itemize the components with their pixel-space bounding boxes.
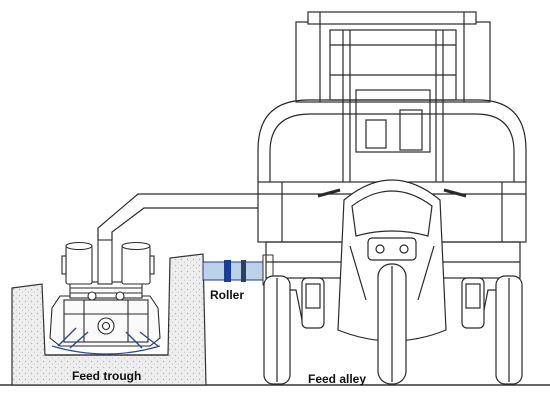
roller <box>202 254 274 286</box>
label-feed-trough: Feed trough <box>72 369 142 383</box>
left-wheels <box>263 275 325 385</box>
label-feed-alley: Feed alley <box>308 372 367 386</box>
boom-arm <box>97 193 258 240</box>
feeder-module <box>49 239 161 355</box>
label-roller: Roller <box>210 288 245 302</box>
feed-trough <box>11 253 207 386</box>
central-cab <box>317 179 467 385</box>
right-wheels <box>461 275 523 385</box>
